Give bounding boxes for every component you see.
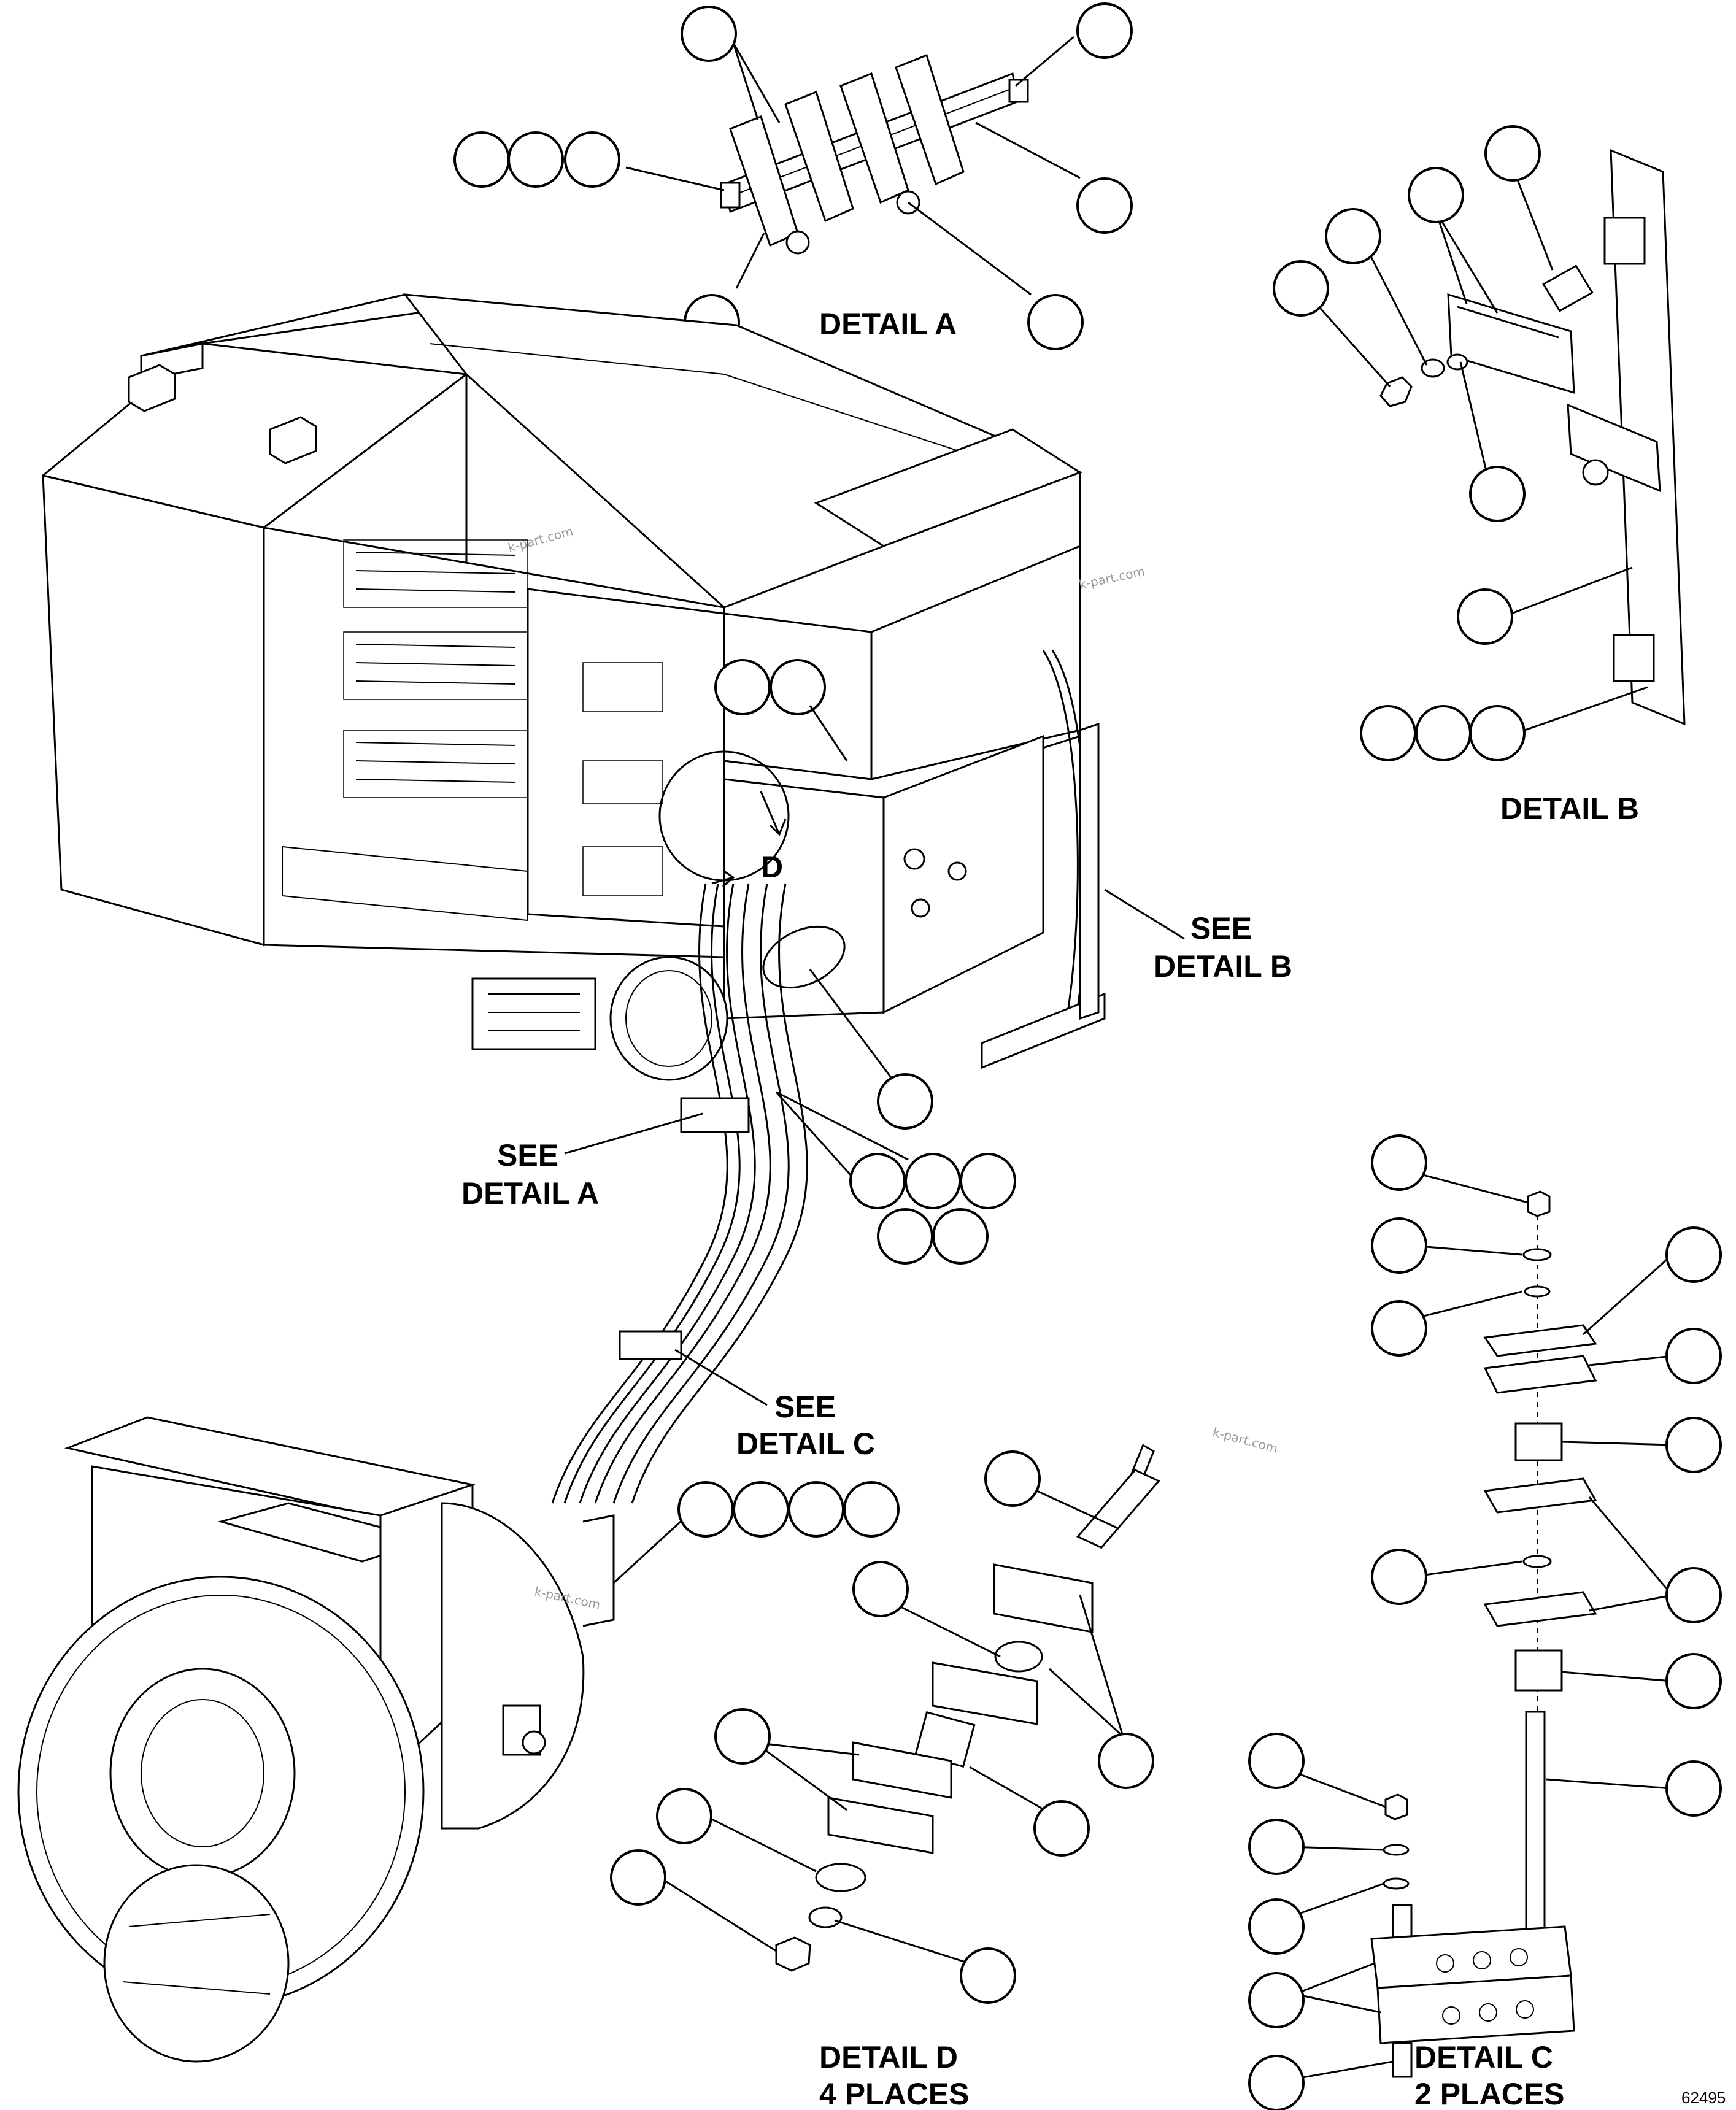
detail-d-marker: D xyxy=(761,850,783,884)
see-detail-a: DETAIL A xyxy=(461,1176,599,1211)
blower-assembly xyxy=(17,1416,615,2063)
watermark-2: k-part.com xyxy=(1078,564,1146,592)
detail-a-assembly: DETAIL A xyxy=(453,2,1133,350)
generator-housing: D xyxy=(41,293,1106,1130)
detail-d-assembly: DETAIL D 4 PLACES xyxy=(610,1444,1160,2110)
see-detail-c: DETAIL C xyxy=(736,1427,875,1461)
detail-c-assembly: DETAIL C 2 PLACES xyxy=(1248,1134,1722,2110)
detail-d-title: DETAIL D xyxy=(819,2040,958,2074)
detail-a-title: DETAIL A xyxy=(819,307,957,341)
drawing-number: 62495 xyxy=(1681,2089,1726,2107)
hose-bundle xyxy=(551,883,808,1504)
detail-c-title: DETAIL C xyxy=(1414,2040,1553,2074)
detail-b-assembly: DETAIL B xyxy=(1273,125,1686,826)
detail-b-title: DETAIL B xyxy=(1500,791,1639,826)
see-label-c: SEE xyxy=(774,1390,836,1424)
detail-d-quantity: 4 PLACES xyxy=(819,2077,970,2110)
see-label-a: SEE xyxy=(497,1138,558,1172)
blower-callouts xyxy=(612,1481,900,1584)
main-callouts: SEE DETAIL A SEE DETAIL B SEE DETAIL C xyxy=(461,888,1292,1461)
see-label-b: SEE xyxy=(1190,911,1252,945)
watermark-3: k-part.com xyxy=(1211,1425,1279,1456)
detail-c-quantity: 2 PLACES xyxy=(1414,2077,1565,2110)
see-detail-b: DETAIL B xyxy=(1154,949,1292,984)
watermark-1: k-part.com xyxy=(506,523,574,555)
